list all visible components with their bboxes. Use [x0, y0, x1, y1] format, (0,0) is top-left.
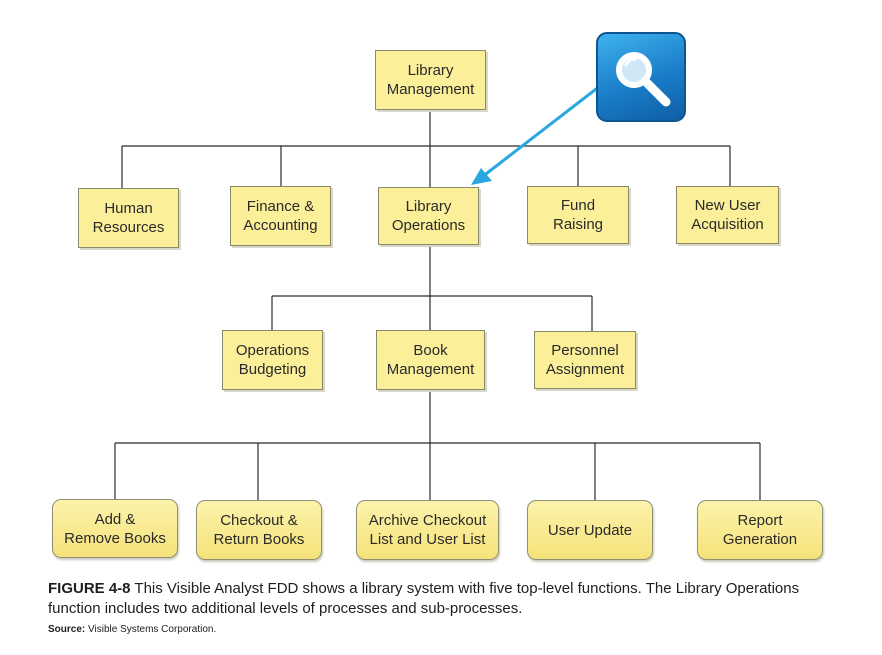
node-report-generation: Report Generation [697, 500, 823, 560]
node-library-operations: Library Operations [378, 187, 479, 245]
magnifier-icon [616, 52, 671, 107]
node-add-remove-books: Add & Remove Books [52, 499, 178, 558]
figure-label: FIGURE 4-8 [48, 580, 131, 597]
source-label: Source: [48, 624, 86, 635]
source-line: Source: Visible Systems Corporation. [48, 624, 216, 635]
node-finance-accounting: Finance & Accounting [230, 186, 331, 246]
node-archive-checkout-list: Archive Checkout List and User List [356, 500, 499, 560]
node-book-management: Book Management [376, 330, 485, 390]
node-user-update: User Update [527, 500, 653, 560]
highlight-arrow [481, 84, 601, 179]
node-new-user-acquisition: New User Acquisition [676, 186, 779, 244]
figure-caption: FIGURE 4-8 This Visible Analyst FDD show… [48, 579, 848, 619]
highlight-arrow-head [471, 168, 492, 185]
node-checkout-return-books: Checkout & Return Books [196, 500, 322, 560]
source-text: Visible Systems Corporation. [85, 624, 217, 635]
node-personnel-assignment: Personnel Assignment [534, 331, 636, 389]
search-badge [596, 32, 686, 122]
node-human-resources: Human Resources [78, 188, 179, 248]
caption-text: This Visible Analyst FDD shows a library… [48, 580, 800, 617]
node-fund-raising: Fund Raising [527, 186, 629, 244]
node-library-management: Library Management [375, 50, 486, 110]
node-operations-budgeting: Operations Budgeting [222, 330, 323, 390]
